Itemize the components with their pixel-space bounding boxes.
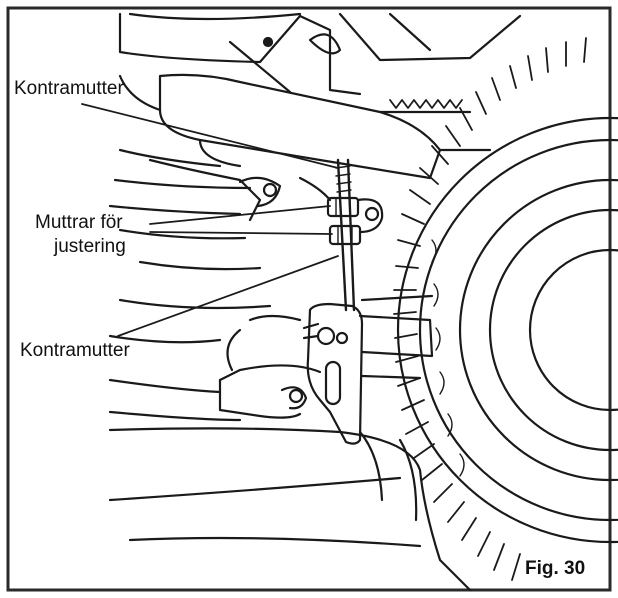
spring (389, 99, 463, 109)
wheel (393, 37, 618, 581)
figure-caption: Fig. 30 (521, 556, 590, 582)
lower-adjust-nut (328, 224, 362, 246)
leader-adjust-upper (149, 205, 331, 225)
label-lock-nut-top: Kontramutter (14, 78, 124, 99)
figure-frame (6, 6, 612, 592)
threaded-rod (336, 158, 348, 312)
label-adjust-nuts-line2: justering (54, 236, 126, 257)
upper-frame-beam (118, 12, 302, 64)
leader-kontramutter-bottom (117, 255, 339, 337)
label-lock-nut-bottom: Kontramutter (20, 340, 130, 361)
callout-lines (81, 103, 339, 337)
mower-deck (108, 427, 472, 592)
machine-drawing (81, 12, 618, 592)
leader-adjust-lower (149, 231, 333, 235)
label-adjust-nuts-line1: Muttrar för (35, 212, 123, 233)
leader-kontramutter-top (81, 103, 339, 169)
bracket-plate (306, 302, 364, 445)
